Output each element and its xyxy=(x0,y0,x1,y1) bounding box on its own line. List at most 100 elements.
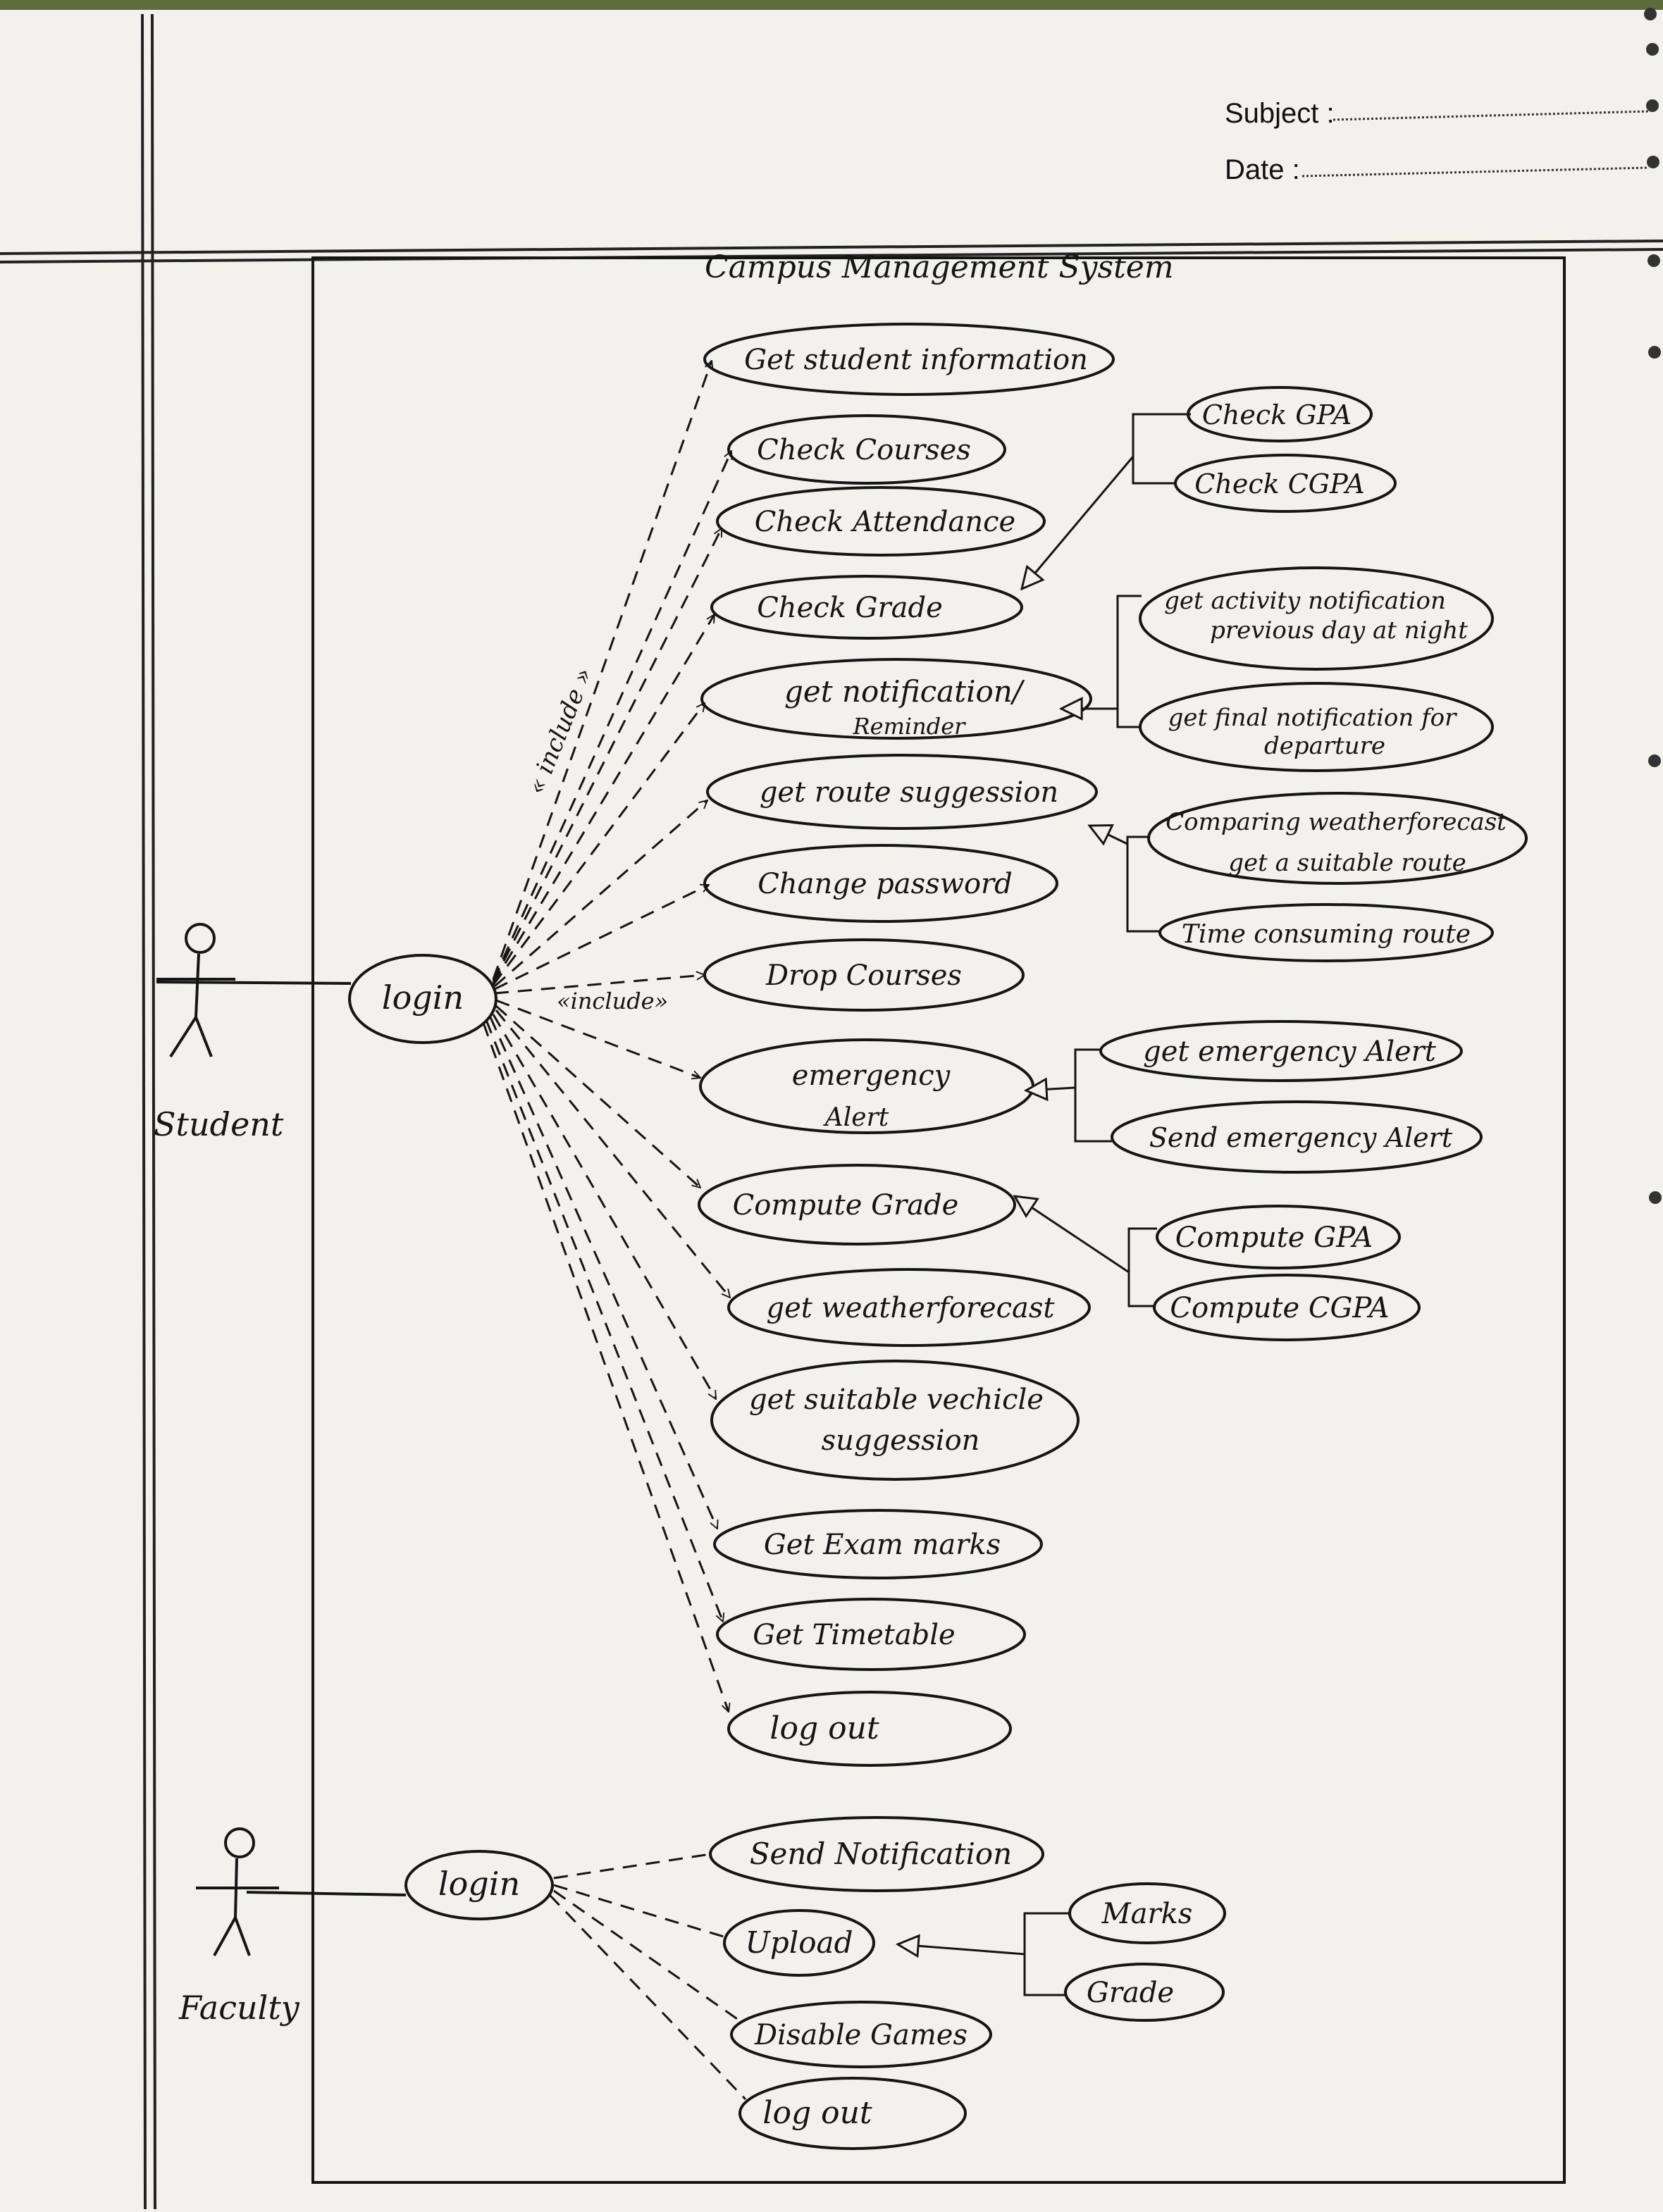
svg-text:Compute CGPA: Compute CGPA xyxy=(1170,1292,1389,1324)
system-boundary xyxy=(311,256,1566,2184)
faculty-sub-usecase-grade: Grade xyxy=(1064,1963,1225,2022)
svg-text:Compute GPA: Compute GPA xyxy=(1175,1222,1373,1254)
faculty-usecase-2: Disable Games xyxy=(730,2001,992,2068)
faculty-usecase-3: log out xyxy=(738,2077,967,2150)
actor-student xyxy=(156,923,235,1058)
student-usecase-9: Compute Grade xyxy=(698,1164,1016,1245)
svg-text:Drop Courses: Drop Courses xyxy=(765,959,962,992)
student-login-label: login xyxy=(382,978,464,1017)
student-usecase-10: get weatherforecast xyxy=(727,1268,1091,1347)
svg-text:get a suitable route: get a suitable route xyxy=(1228,849,1466,877)
svg-text:Time consuming route: Time consuming route xyxy=(1182,920,1471,949)
student-usecase-12: Get Exam marks xyxy=(713,1509,1043,1579)
svg-text:get activity notification: get activity notification xyxy=(1164,587,1446,615)
svg-text:Disable Games: Disable Games xyxy=(754,2019,967,2051)
svg-text:Upload: Upload xyxy=(746,1925,853,1960)
sub-usecase-compute-cgpa: Compute CGPA xyxy=(1153,1274,1421,1341)
sub-usecase-get-emergency-alert: get emergency Alert xyxy=(1099,1020,1463,1082)
svg-text:Send Notification: Send Notification xyxy=(750,1837,1012,1871)
system-title: Campus Management System xyxy=(705,249,1174,285)
sub-usecase-compute-gpa: Compute GPA xyxy=(1156,1205,1401,1269)
margin-line-left xyxy=(141,13,147,2210)
student-usecase-6: Change password xyxy=(703,844,1058,923)
svg-text:Marks: Marks xyxy=(1101,1898,1193,1930)
svg-text:Check Grade: Check Grade xyxy=(757,592,943,624)
include-label-rotated: « include » xyxy=(522,664,598,798)
svg-text:departure: departure xyxy=(1264,732,1385,760)
svg-text:Grade: Grade xyxy=(1087,1977,1174,2009)
svg-text:get weatherforecast: get weatherforecast xyxy=(767,1292,1056,1324)
faculty-label: Faculty xyxy=(178,1989,300,2027)
sub-usecase-activity-notification: get activity notification previous day a… xyxy=(1139,566,1494,671)
svg-text:suggession: suggession xyxy=(822,1424,980,1457)
svg-text:Change password: Change password xyxy=(758,868,1013,900)
actor-faculty xyxy=(196,1827,279,1956)
include-label-horizontal: «include» xyxy=(557,988,668,1014)
faculty-login-usecase xyxy=(404,1850,554,1920)
svg-text:Comparing weatherforecast: Comparing weatherforecast xyxy=(1166,808,1507,836)
generalization-emergency xyxy=(1026,1048,1112,1143)
spiral-binding xyxy=(1644,8,1662,1204)
student-usecase-7: Drop Courses xyxy=(703,938,1025,1012)
sub-usecase-time-route: Time consuming route xyxy=(1158,903,1494,962)
student-usecase-5: get route suggession xyxy=(706,754,1098,830)
student-usecase-8: emergency Alert xyxy=(699,1038,1034,1134)
header-rule-bottom xyxy=(0,248,1663,263)
svg-text:previous day at night: previous day at night xyxy=(1210,616,1468,645)
svg-text:Check CGPA: Check CGPA xyxy=(1194,468,1364,499)
student-usecase-3: Check Grade xyxy=(710,575,1023,640)
top-photo-edge xyxy=(0,0,1663,10)
generalization-notification xyxy=(1061,595,1142,728)
faculty-login-label: login xyxy=(438,1865,520,1903)
sub-usecase-weather-route: Comparing weatherforecast get a suitable… xyxy=(1147,792,1528,885)
student-usecase-2: Check Attendance xyxy=(716,486,1046,557)
student-login-usecase xyxy=(348,954,497,1044)
sub-usecase-check-gpa: Check GPA xyxy=(1187,386,1373,442)
svg-text:Alert: Alert xyxy=(823,1103,889,1132)
student-login-association xyxy=(156,981,352,985)
svg-text:Check Attendance: Check Attendance xyxy=(755,506,1015,538)
generalization-check-grade xyxy=(1022,413,1191,589)
faculty-login-association xyxy=(246,1891,407,1896)
generalization-upload xyxy=(898,1912,1070,1996)
student-usecase-4: get notification/ Reminder xyxy=(700,658,1092,740)
svg-text:Check GPA: Check GPA xyxy=(1202,399,1352,430)
sub-usecase-send-emergency-alert: Send emergency Alert xyxy=(1111,1100,1483,1174)
svg-text:Get Timetable: Get Timetable xyxy=(753,1619,955,1651)
svg-text:emergency: emergency xyxy=(792,1060,951,1092)
svg-text:log out: log out xyxy=(762,2095,872,2131)
student-usecase-11: get suitable vechicle suggession xyxy=(710,1360,1080,1481)
svg-text:Reminder: Reminder xyxy=(853,713,967,740)
svg-text:Get student information: Get student information xyxy=(744,344,1088,376)
svg-text:get emergency Alert: get emergency Alert xyxy=(1143,1036,1437,1068)
svg-text:get notification/: get notification/ xyxy=(784,674,1025,709)
generalization-compute xyxy=(1015,1196,1157,1307)
margin-line-right xyxy=(151,13,156,2210)
svg-text:get final notification for: get final notification for xyxy=(1168,704,1458,732)
svg-text:Check Courses: Check Courses xyxy=(757,434,971,466)
faculty-usecase-0: Send Notification xyxy=(709,1816,1044,1892)
faculty-usecase-1: Upload xyxy=(723,1909,875,1977)
generalization-route xyxy=(1089,826,1160,933)
sub-usecase-final-notification: get final notification for departure xyxy=(1139,682,1494,772)
student-usecase-1: Check Courses xyxy=(727,414,1006,485)
svg-text:get route suggession: get route suggession xyxy=(760,776,1058,809)
date-line xyxy=(1302,166,1650,178)
svg-text:get suitable vechicle: get suitable vechicle xyxy=(749,1384,1044,1416)
student-usecase-13: Get Timetable xyxy=(716,1598,1026,1671)
student-include-arrows xyxy=(482,361,731,1712)
faculty-sub-usecase-marks: Marks xyxy=(1068,1882,1226,1944)
svg-text:Compute Grade: Compute Grade xyxy=(733,1189,959,1222)
svg-text:Send emergency Alert: Send emergency Alert xyxy=(1149,1122,1453,1153)
svg-text:log out: log out xyxy=(769,1710,879,1746)
subject-label: Subject : xyxy=(1225,98,1335,129)
sub-usecase-check-cgpa: Check CGPA xyxy=(1174,454,1397,513)
student-usecase-0: Get student information xyxy=(703,323,1115,396)
date-label: Date : xyxy=(1225,154,1300,185)
subject-line xyxy=(1333,110,1650,121)
svg-text:Get Exam marks: Get Exam marks xyxy=(764,1529,1001,1561)
header-rule-top xyxy=(0,240,1663,255)
faculty-dashed-lines xyxy=(548,1853,747,2101)
